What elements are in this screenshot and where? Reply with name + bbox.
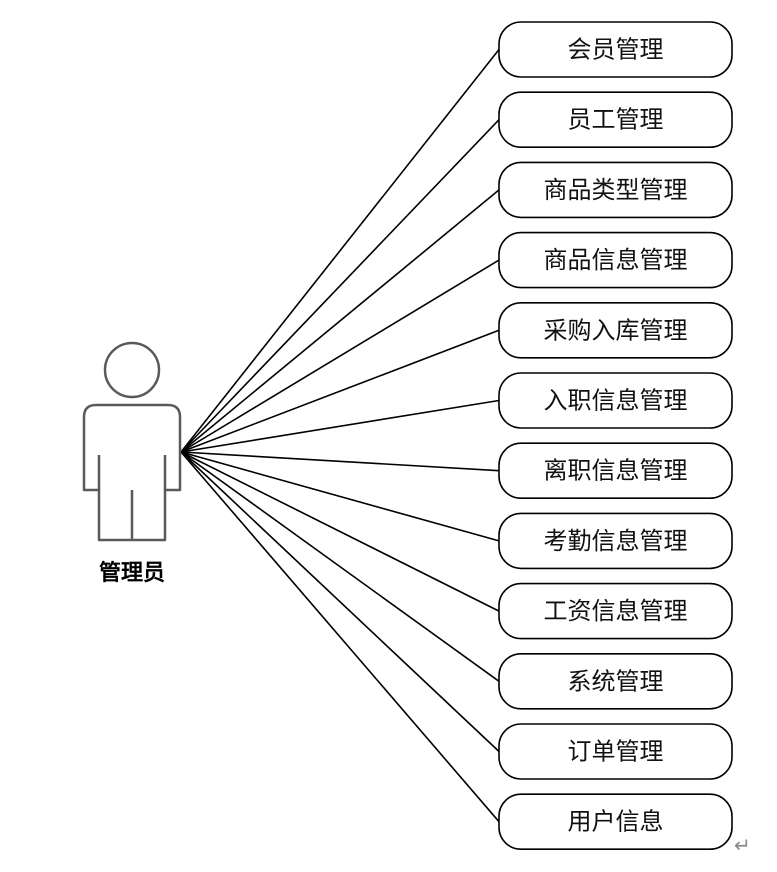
association-line <box>180 119 500 453</box>
association-line <box>180 399 500 453</box>
use-case: 用户信息 <box>498 793 733 851</box>
use-case: 商品信息管理 <box>498 231 733 289</box>
use-case-list: 会员管理员工管理商品类型管理商品信息管理采购入库管理入职信息管理离职信息管理考勤… <box>498 21 733 851</box>
use-case-label: 商品信息管理 <box>544 246 688 274</box>
use-case: 订单管理 <box>498 723 733 780</box>
association-line <box>180 259 500 453</box>
use-case-label: 工资信息管理 <box>544 597 688 625</box>
use-case-label: 会员管理 <box>568 36 664 64</box>
use-case: 工资信息管理 <box>498 582 733 640</box>
association-line <box>180 329 500 453</box>
association-line <box>180 451 500 753</box>
use-case-box <box>498 793 733 851</box>
use-case-box <box>498 723 733 780</box>
use-case: 离职信息管理 <box>498 442 733 500</box>
use-case-box <box>498 442 733 500</box>
use-case-box <box>498 91 733 148</box>
use-case: 采购入库管理 <box>498 301 733 359</box>
use-case-label: 采购入库管理 <box>544 316 688 344</box>
association-line <box>180 49 500 453</box>
use-case-label: 商品类型管理 <box>544 176 688 204</box>
use-case: 商品类型管理 <box>498 161 733 219</box>
use-case-box <box>498 512 733 570</box>
association-line <box>180 451 500 472</box>
association-line <box>180 451 500 542</box>
use-case-label: 系统管理 <box>568 667 664 695</box>
use-case-label: 入职信息管理 <box>544 387 688 415</box>
use-case-label: 离职信息管理 <box>544 457 688 485</box>
actor-head <box>103 341 161 399</box>
association-line <box>180 451 500 682</box>
use-case-box <box>498 582 733 640</box>
use-case-label: 员工管理 <box>568 106 664 134</box>
use-case-label: 用户信息 <box>568 808 664 836</box>
use-case-box <box>498 21 733 78</box>
actor-label: 管理员 <box>99 560 165 586</box>
use-case: 考勤信息管理 <box>498 512 733 570</box>
use-case-box <box>498 301 733 359</box>
paragraph-mark: ↵ <box>734 833 751 857</box>
use-case: 入职信息管理 <box>498 372 733 429</box>
association-line <box>180 451 500 612</box>
use-case-box <box>498 372 733 429</box>
use-case-label: 订单管理 <box>568 738 664 766</box>
use-case-box <box>498 652 733 710</box>
use-case: 会员管理 <box>498 21 733 78</box>
actor-body-icon <box>82 403 182 542</box>
association-lines <box>180 49 500 823</box>
association-line <box>180 189 500 453</box>
use-case: 员工管理 <box>498 91 733 148</box>
association-line <box>180 451 500 823</box>
use-case: 系统管理 <box>498 652 733 710</box>
use-case-box <box>498 161 733 219</box>
use-case-label: 考勤信息管理 <box>544 527 688 555</box>
use-case-box <box>498 231 733 289</box>
actor-figure <box>82 341 182 542</box>
